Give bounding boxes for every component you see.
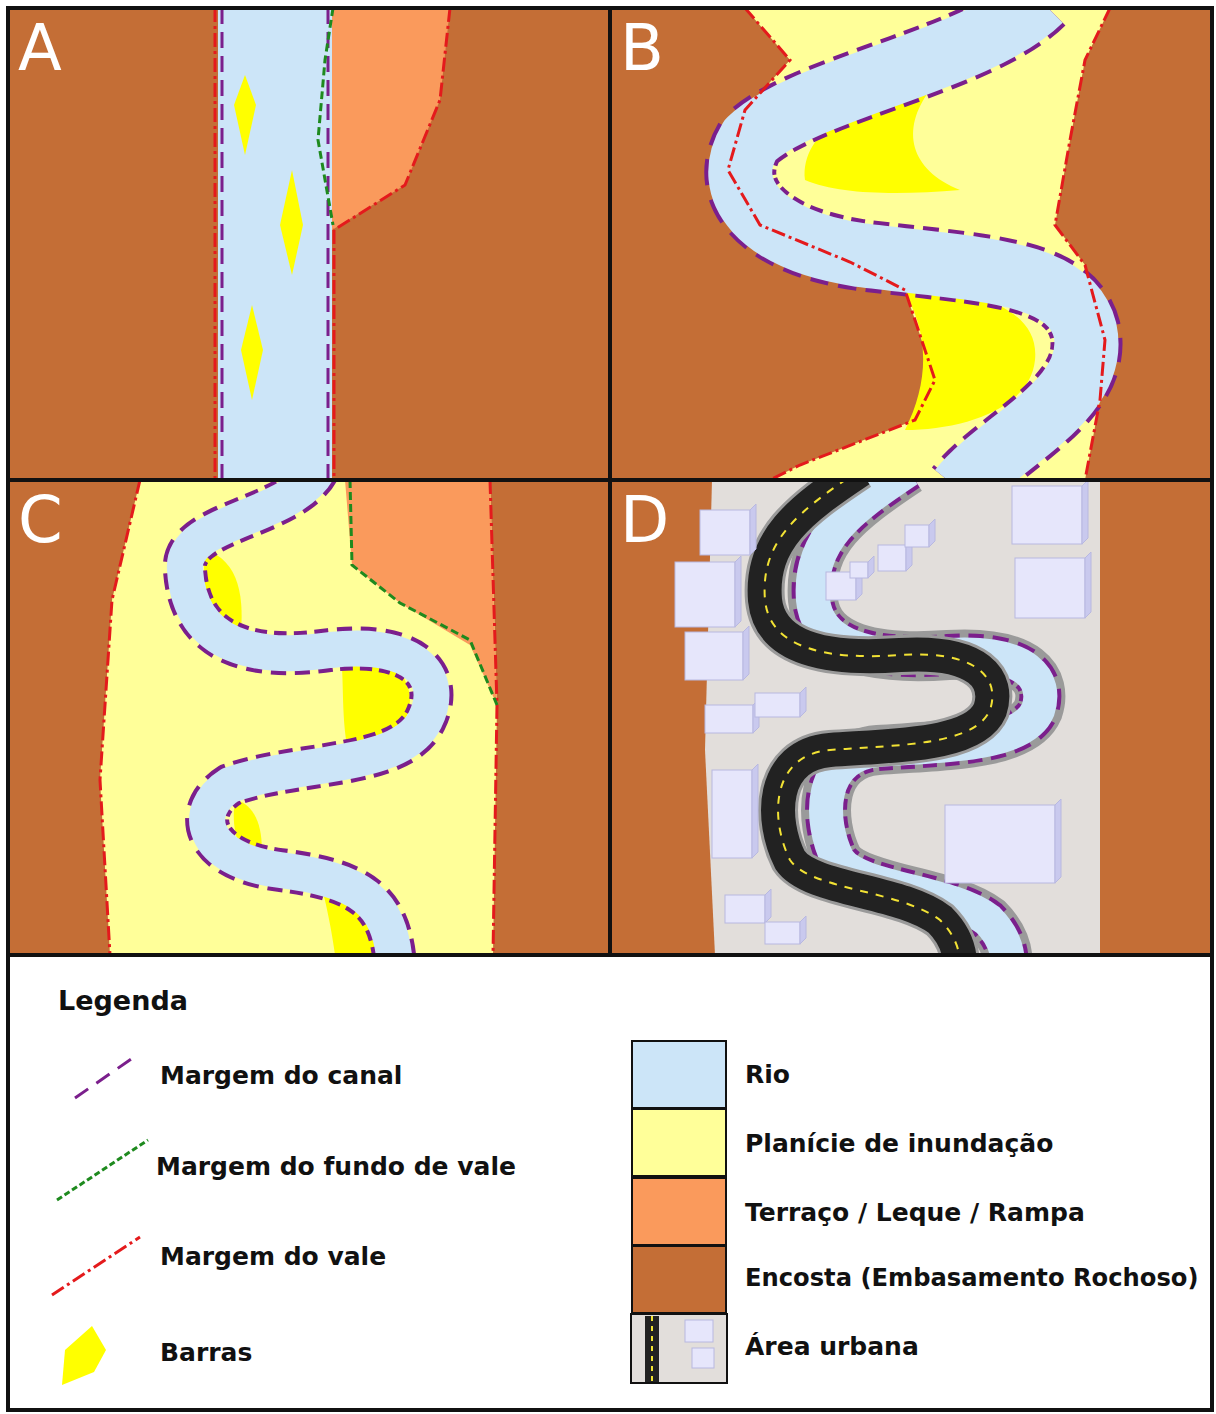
panel-a-art: [8, 8, 610, 480]
legend-label: Margem do canal: [160, 1061, 402, 1090]
panel-letter: D: [620, 488, 669, 552]
legend-label: Terraço / Leque / Rampa: [745, 1198, 1085, 1227]
panel: D: [610, 480, 1212, 955]
legend-heading: Legenda: [58, 985, 188, 1016]
panel-b-art: [610, 8, 1212, 480]
panel: C: [8, 480, 610, 955]
panel-letter: A: [18, 16, 62, 80]
legend-label: Margem do fundo de vale: [156, 1152, 516, 1181]
panel: A: [8, 8, 610, 480]
legend-swatch: [631, 1245, 727, 1314]
legend-label: Rio: [745, 1060, 790, 1089]
panel-letter: C: [18, 488, 63, 552]
legend-label: Área urbana: [745, 1332, 919, 1361]
legend-swatch: [631, 1177, 727, 1246]
legend-samples: [52, 1055, 727, 1385]
legend-label: Margem do vale: [160, 1242, 386, 1271]
legend-label: Barras: [160, 1338, 252, 1367]
panel-c-art: [8, 480, 610, 955]
panel-letter: B: [620, 16, 664, 80]
legend-swatch: [631, 1040, 727, 1109]
panel: B: [610, 8, 1212, 480]
legend-label: Encosta (Embasamento Rochoso): [745, 1264, 1198, 1292]
legend-label: Planície de inundação: [745, 1129, 1053, 1158]
legend-swatch: [631, 1108, 727, 1177]
panel-d-art: [610, 480, 1212, 955]
